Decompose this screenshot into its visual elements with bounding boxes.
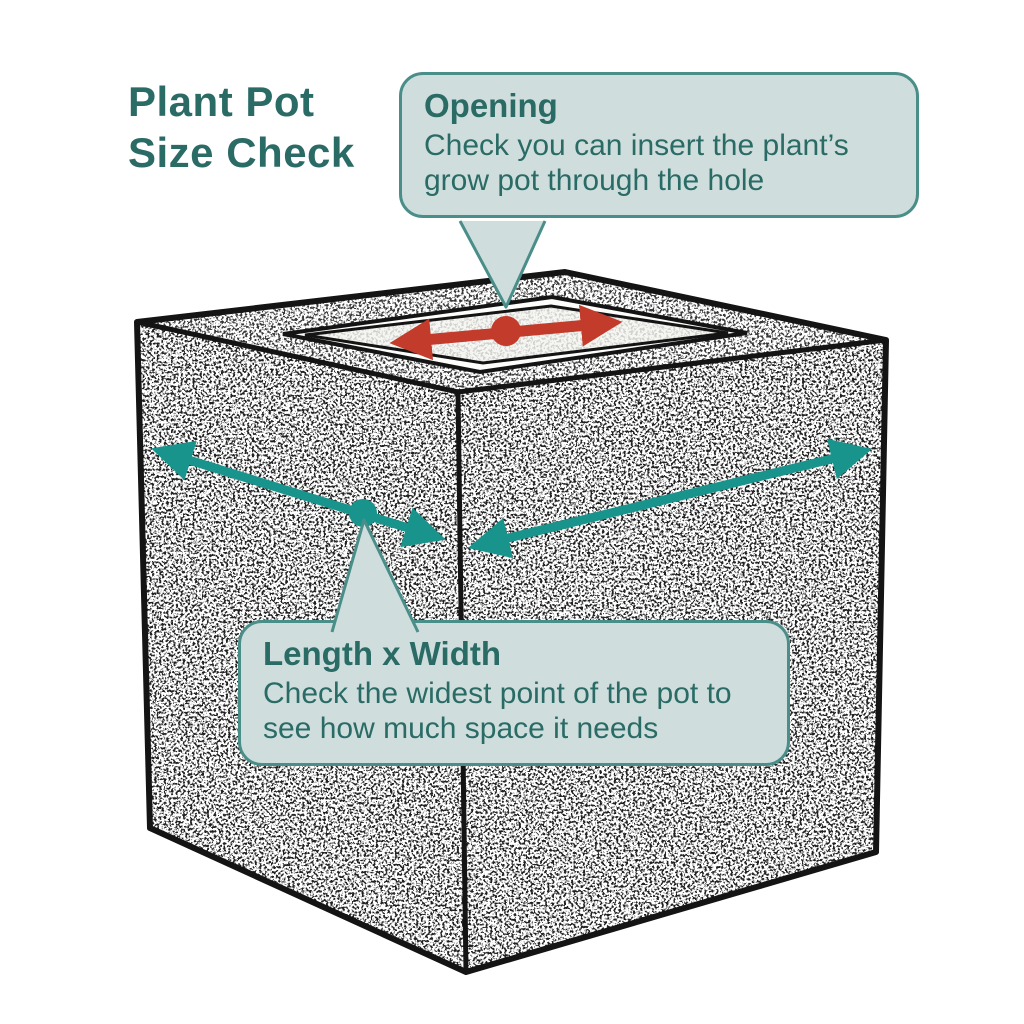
page-title-line1: Plant Pot <box>128 78 315 125</box>
page-title-line2: Size Check <box>128 129 355 177</box>
page-title: Plant Pot Size Check <box>128 76 355 178</box>
callout-length-width-heading: Length x Width <box>263 635 501 672</box>
callout-length-width: Length x Width Check the widest point of… <box>238 620 790 766</box>
callout-length-width-body: Check the widest point of the pot to see… <box>263 676 732 746</box>
callout-opening-body: Check you can insert the plant’s grow po… <box>424 128 849 198</box>
pot-outline <box>134 269 889 975</box>
callout-opening-heading: Opening <box>424 87 558 124</box>
opening-point-dot <box>491 316 521 346</box>
callout-opening: Opening Check you can insert the plant’s… <box>399 72 919 218</box>
width-arrow <box>467 438 873 559</box>
measure-point-dot <box>349 499 377 527</box>
